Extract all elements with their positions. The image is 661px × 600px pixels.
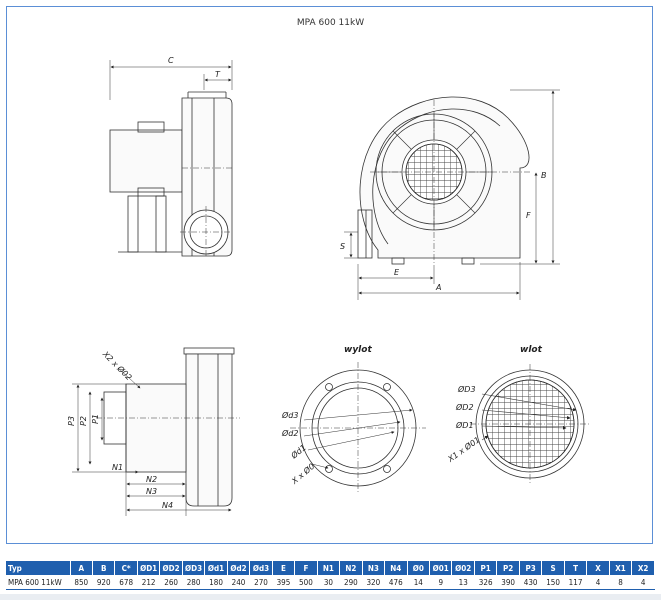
spec-col-header: Ød2 — [227, 561, 251, 575]
front-view — [344, 89, 560, 300]
dim-label-e: E — [394, 268, 400, 277]
wylot-flange-view — [290, 362, 426, 494]
spec-cell: 117 — [564, 575, 587, 590]
spec-cell: 850 — [70, 575, 93, 590]
drawing-frame — [6, 6, 653, 544]
spec-cell: 476 — [384, 575, 408, 590]
spec-col-header: N1 — [317, 561, 341, 575]
spec-col-header: Typ — [6, 561, 71, 575]
wylot-heading: wylot — [344, 345, 372, 355]
spec-cell: 30 — [317, 575, 340, 590]
spec-cell: 390 — [496, 575, 520, 590]
spec-col-header: P2 — [496, 561, 520, 575]
dim-label-p1: P1 — [91, 414, 100, 424]
dim-label-a: A — [435, 283, 441, 292]
spec-col-header: X — [586, 561, 610, 575]
spec-col-header: ØD1 — [137, 561, 161, 575]
spec-cell: 678 — [114, 575, 138, 590]
spec-cell: 240 — [227, 575, 250, 590]
spec-col-header: E — [272, 561, 296, 575]
dim-label-x2-o02: X2 x Ø02 — [100, 348, 134, 382]
spec-col-header: Ø01 — [429, 561, 453, 575]
dim-label-f: F — [526, 211, 531, 220]
dim-label-oD1: ØD1 — [455, 420, 474, 430]
spec-cell: 14 — [407, 575, 430, 590]
dim-label-t: T — [215, 70, 221, 79]
spec-cell: 13 — [451, 575, 475, 590]
spec-cell: 4 — [586, 575, 610, 590]
spec-cell: 290 — [339, 575, 363, 590]
spec-cell: 150 — [541, 575, 565, 590]
dim-label-od2: Ød2 — [281, 428, 298, 438]
spec-cell: 920 — [92, 575, 115, 590]
dim-label-od3: Ød3 — [281, 410, 298, 420]
spec-col-header: Ø0 — [407, 561, 431, 575]
spec-cell: 180 — [204, 575, 228, 590]
dim-label-n3: N3 — [146, 487, 157, 496]
spec-cell: 8 — [609, 575, 632, 590]
spec-cell: 395 — [272, 575, 295, 590]
spec-cell: 9 — [429, 575, 452, 590]
technical-drawing: C T — [67, 56, 590, 516]
dim-label-x-o0: X x Ø0 — [289, 461, 317, 486]
side-view — [109, 60, 233, 258]
spec-cell: 4 — [631, 575, 655, 590]
drawing-title: MPA 600 11kW — [296, 18, 365, 28]
spec-col-header: N4 — [384, 561, 408, 575]
dim-label-p3: P3 — [67, 416, 76, 426]
spec-cell: 430 — [519, 575, 542, 590]
spec-col-header: N3 — [362, 561, 386, 575]
dim-label-b: B — [541, 171, 547, 180]
spec-col-header: S — [541, 561, 565, 575]
spec-cell: 212 — [137, 575, 160, 590]
spec-cell: 500 — [294, 575, 318, 590]
spec-col-header: P1 — [474, 561, 498, 575]
dim-label-n1: N1 — [112, 463, 123, 472]
dim-label-od1: Ød1 — [288, 442, 308, 461]
outlet-side-view — [72, 347, 240, 516]
spec-col-header: B — [92, 561, 116, 575]
dim-label-oD2: ØD2 — [455, 402, 474, 412]
spec-col-header: X1 — [609, 561, 633, 575]
spec-col-header: Ød1 — [204, 561, 228, 575]
spec-cell: MPA 600 11kW — [6, 575, 70, 590]
spec-cell: 260 — [159, 575, 183, 590]
dim-label-p2: P2 — [79, 416, 88, 426]
wlot-flange-view — [470, 364, 590, 484]
spec-col-header: N2 — [339, 561, 363, 575]
spec-cell: 280 — [182, 575, 205, 590]
page-bottom-bar — [0, 594, 661, 600]
dim-label-n2: N2 — [146, 475, 157, 484]
dim-label-n4: N4 — [162, 501, 173, 510]
spec-col-header: F — [294, 561, 318, 575]
dim-label-oD3: ØD3 — [457, 384, 476, 394]
spec-col-header: X2 — [631, 561, 655, 575]
spec-cell: 326 — [474, 575, 497, 590]
spec-col-header: T — [564, 561, 588, 575]
spec-cell: 320 — [362, 575, 385, 590]
wlot-heading: wlot — [520, 345, 543, 355]
spec-col-header: P3 — [519, 561, 543, 575]
spec-col-header: Ø02 — [451, 561, 475, 575]
spec-col-header: A — [70, 561, 93, 575]
dim-label-x1-o01: X1 x Ø01 — [445, 434, 482, 464]
spec-col-header: ØD2 — [159, 561, 183, 575]
dim-label-s: S — [340, 242, 345, 251]
spec-col-header: C* — [114, 561, 138, 575]
spec-col-header: Ød3 — [249, 561, 273, 575]
spec-cell: 270 — [249, 575, 273, 590]
dim-label-c: C — [168, 56, 174, 65]
spec-col-header: ØD3 — [182, 561, 206, 575]
